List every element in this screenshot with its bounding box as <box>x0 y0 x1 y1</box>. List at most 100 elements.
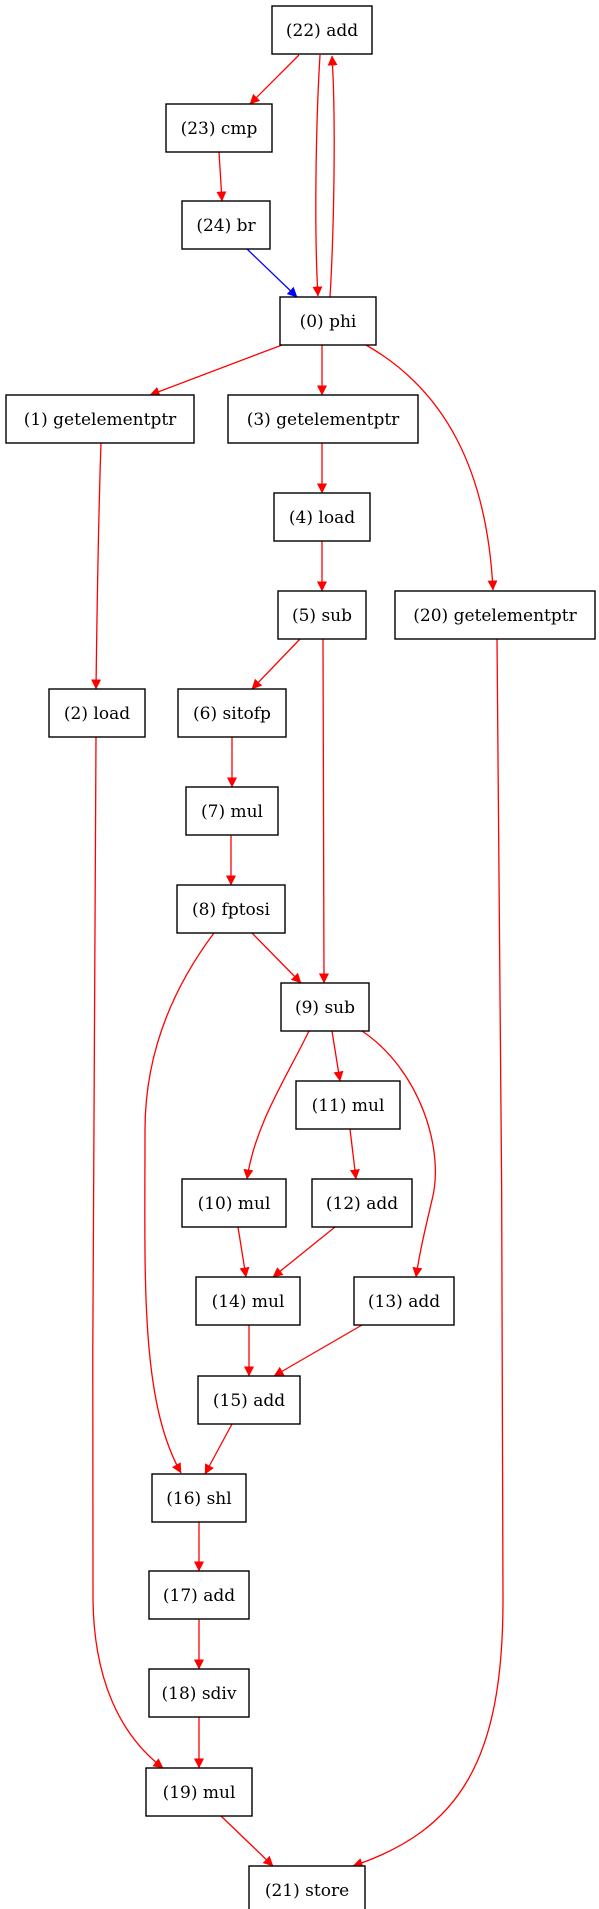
edge-line <box>272 1226 336 1278</box>
node-box <box>277 590 367 640</box>
node-box <box>311 1178 413 1228</box>
edge-22-to-23 <box>249 54 300 105</box>
node-label: (9) sub <box>295 998 355 1018</box>
node-box <box>227 394 419 444</box>
node-label: (22) add <box>286 21 358 41</box>
node-box <box>151 1473 247 1523</box>
edge-line <box>204 1423 233 1475</box>
node-19[interactable]: (19) mul <box>145 1767 253 1817</box>
edge-line <box>246 248 298 298</box>
node-box <box>48 688 146 738</box>
node-label: (17) add <box>163 1586 235 1606</box>
node-label: (8) fptosi <box>192 900 270 920</box>
edge-line <box>144 932 215 1474</box>
node-6[interactable]: (6) sitofp <box>177 688 287 738</box>
node-1[interactable]: (1) getelementptr <box>5 394 195 444</box>
edge-layer <box>91 54 504 1868</box>
edge-15-to-16 <box>204 1423 233 1475</box>
node-box <box>176 884 286 934</box>
node-box <box>145 1767 253 1817</box>
node-label: (4) load <box>289 508 355 528</box>
node-3[interactable]: (3) getelementptr <box>227 394 419 444</box>
node-label: (21) store <box>265 1881 349 1901</box>
node-7[interactable]: (7) mul <box>185 786 279 836</box>
node-label: (6) sitofp <box>193 704 271 724</box>
edge-line <box>349 1128 360 1180</box>
edge-line <box>327 55 338 298</box>
node-18[interactable]: (18) sdiv <box>148 1668 250 1718</box>
edge-line <box>365 344 498 591</box>
edge-line <box>273 1324 363 1377</box>
edge-5-to-9 <box>318 638 329 984</box>
node-10[interactable]: (10) mul <box>181 1178 287 1228</box>
edge-line <box>237 1226 250 1278</box>
node-box <box>195 1276 301 1326</box>
node-box <box>279 296 377 346</box>
node-box <box>148 1668 250 1718</box>
node-label: (1) getelementptr <box>24 410 177 430</box>
node-label: (2) load <box>64 704 130 724</box>
node-box <box>248 1865 366 1909</box>
node-4[interactable]: (4) load <box>273 492 371 542</box>
node-21[interactable]: (21) store <box>248 1865 366 1909</box>
node-15[interactable]: (15) add <box>197 1375 301 1425</box>
edge-24-to-0 <box>246 248 298 298</box>
node-14[interactable]: (14) mul <box>195 1276 301 1326</box>
node-label: (24) br <box>196 216 256 236</box>
edge-8-to-16 <box>144 932 215 1474</box>
node-5[interactable]: (5) sub <box>277 590 367 640</box>
edge-22-to-0 <box>312 54 323 297</box>
node-11[interactable]: (11) mul <box>295 1080 401 1130</box>
edge-9-to-13 <box>361 1030 436 1278</box>
node-label: (23) cmp <box>181 119 258 139</box>
node-24[interactable]: (24) br <box>181 200 271 250</box>
node-label: (14) mul <box>212 1292 285 1312</box>
edge-19-to-21 <box>220 1815 274 1867</box>
edge-13-to-15 <box>273 1324 363 1377</box>
node-0[interactable]: (0) phi <box>279 296 377 346</box>
edge-line <box>361 1030 436 1278</box>
edge-line <box>216 151 227 202</box>
node-box <box>148 1570 250 1620</box>
node-17[interactable]: (17) add <box>148 1570 250 1620</box>
node-9[interactable]: (9) sub <box>280 982 370 1032</box>
node-box <box>165 103 273 153</box>
edge-line <box>220 1815 274 1867</box>
edge-line <box>92 736 164 1769</box>
edge-line <box>331 1030 344 1082</box>
edge-line <box>251 638 301 690</box>
node-20[interactable]: (20) getelementptr <box>394 590 596 640</box>
edge-0-to-22 <box>327 55 338 298</box>
node-label: (0) phi <box>300 312 357 332</box>
node-2[interactable]: (2) load <box>48 688 146 738</box>
node-box <box>295 1080 401 1130</box>
node-23[interactable]: (23) cmp <box>165 103 273 153</box>
node-box <box>185 786 279 836</box>
edge-12-to-14 <box>272 1226 336 1278</box>
edge-line <box>149 344 283 397</box>
node-box <box>181 200 271 250</box>
edge-9-to-11 <box>331 1030 344 1082</box>
node-box <box>197 1375 301 1425</box>
edge-1-to-2 <box>91 442 102 690</box>
node-label: (11) mul <box>312 1096 385 1116</box>
edge-line <box>312 54 323 297</box>
node-label: (3) getelementptr <box>247 410 400 430</box>
edge-line <box>352 638 504 1868</box>
node-12[interactable]: (12) add <box>311 1178 413 1228</box>
node-13[interactable]: (13) add <box>353 1276 455 1326</box>
edge-line <box>243 1030 310 1180</box>
node-16[interactable]: (16) shl <box>151 1473 247 1523</box>
edge-23-to-24 <box>216 151 227 202</box>
node-22[interactable]: (22) add <box>271 5 373 55</box>
edge-10-to-14 <box>237 1226 250 1278</box>
node-label: (13) add <box>368 1292 440 1312</box>
edge-0-to-20 <box>365 344 498 591</box>
edge-5-to-6 <box>251 638 301 690</box>
edge-line <box>318 638 329 984</box>
node-8[interactable]: (8) fptosi <box>176 884 286 934</box>
node-box <box>271 5 373 55</box>
node-label: (15) add <box>213 1391 285 1411</box>
node-box <box>177 688 287 738</box>
